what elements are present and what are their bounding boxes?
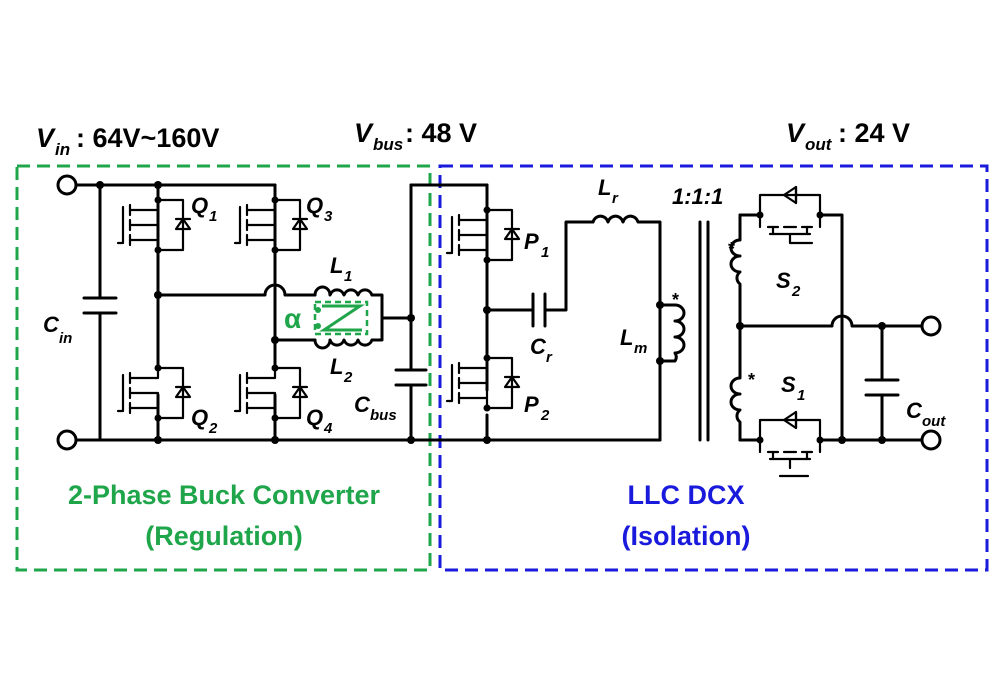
l2-subscript: 2 <box>343 369 353 386</box>
buck-region-box <box>15 164 432 572</box>
vout-symbol: V <box>786 118 806 148</box>
l1-subscript: 1 <box>344 268 352 285</box>
coupling-alpha: α <box>284 303 301 334</box>
turns-ratio: 1:1:1 <box>672 184 723 209</box>
cout-label: C <box>906 398 923 423</box>
lr-subscript: r <box>612 190 619 207</box>
l2-label: L <box>330 354 343 379</box>
switch-p2 <box>445 354 521 412</box>
llc-subtitle: (Isolation) <box>622 521 751 551</box>
vbus-value: : 48 V <box>405 118 477 148</box>
s2-subscript: 2 <box>791 283 801 300</box>
vin-subscript: in <box>55 140 70 159</box>
coupled-inductor <box>313 285 374 350</box>
switch-s1 <box>756 410 824 478</box>
secondary-top-dot-mark: * <box>728 239 735 259</box>
lm-label: L <box>620 325 633 350</box>
q2-label: Q <box>191 405 208 430</box>
s1-label: S <box>781 372 796 397</box>
q4-subscript: 4 <box>323 420 333 437</box>
switch-q3 <box>233 196 309 254</box>
p1-label: P <box>524 229 539 254</box>
s2-label: S <box>776 268 791 293</box>
llc-region-box <box>438 164 989 572</box>
primary-dot-mark: * <box>672 290 679 310</box>
vin-value: : 64V~160V <box>76 123 219 153</box>
s1-subscript: 1 <box>797 387 805 404</box>
cbus-subscript: bus <box>370 407 397 424</box>
inductor-l1 <box>313 285 374 297</box>
q1-subscript: 1 <box>209 208 217 225</box>
vin-label: V in : 64V~160V <box>36 123 219 159</box>
buck-title: 2-Phase Buck Converter <box>68 480 381 510</box>
p2-label: P <box>524 392 539 417</box>
cr-label: C <box>530 334 547 359</box>
cin-label: C <box>43 312 60 337</box>
p1-subscript: 1 <box>541 244 549 261</box>
buck-subtitle: (Regulation) <box>145 521 302 551</box>
secondary-bottom-dot-mark: * <box>748 370 755 390</box>
vout-terminal-bottom <box>920 429 942 451</box>
coupling-core-outline <box>313 300 369 336</box>
p2-subscript: 2 <box>540 407 550 424</box>
l1-label: L <box>330 253 343 278</box>
lr-label: L <box>598 175 611 200</box>
q3-subscript: 3 <box>324 208 333 225</box>
vout-label: V out : 24 V <box>786 118 910 154</box>
vbus-label: V bus : 48 V <box>354 118 477 154</box>
cbus-label: C <box>354 392 371 417</box>
switch-q4 <box>233 364 309 422</box>
cr-subscript: r <box>546 349 553 366</box>
switch-s2 <box>756 185 824 245</box>
vout-terminal-top <box>920 315 942 337</box>
switch-q2 <box>116 364 192 422</box>
vin-terminal-bottom <box>56 429 78 451</box>
llc-labels: P 1 P 2 C r L r L m 1:1:1 * * * S 2 S 1 … <box>524 175 946 430</box>
switch-q1 <box>116 196 192 254</box>
q4-label: Q <box>306 405 323 430</box>
vin-symbol: V <box>36 123 56 153</box>
q2-subscript: 2 <box>208 420 218 437</box>
vbus-subscript: bus <box>373 135 403 154</box>
buck-caption: 2-Phase Buck Converter (Regulation) <box>68 480 381 551</box>
vbus-symbol: V <box>354 118 374 148</box>
cout-subscript: out <box>922 413 946 430</box>
llc-wiring <box>483 183 942 451</box>
vin-terminal-top <box>56 174 78 196</box>
llc-caption: LLC DCX (Isolation) <box>622 480 751 551</box>
coupling-core-z <box>319 304 365 332</box>
cin-subscript: in <box>59 330 72 347</box>
q3-label: Q <box>306 193 323 218</box>
buck-labels: C in Q 1 Q 3 Q 2 Q 4 L 1 L 2 C bus α <box>43 193 397 437</box>
inductor-l2 <box>313 338 374 350</box>
switch-p1 <box>445 206 521 264</box>
vout-subscript: out <box>805 135 833 154</box>
q1-label: Q <box>191 193 208 218</box>
llc-title: LLC DCX <box>628 480 745 510</box>
lm-subscript: m <box>634 340 647 357</box>
vout-value: : 24 V <box>838 118 910 148</box>
